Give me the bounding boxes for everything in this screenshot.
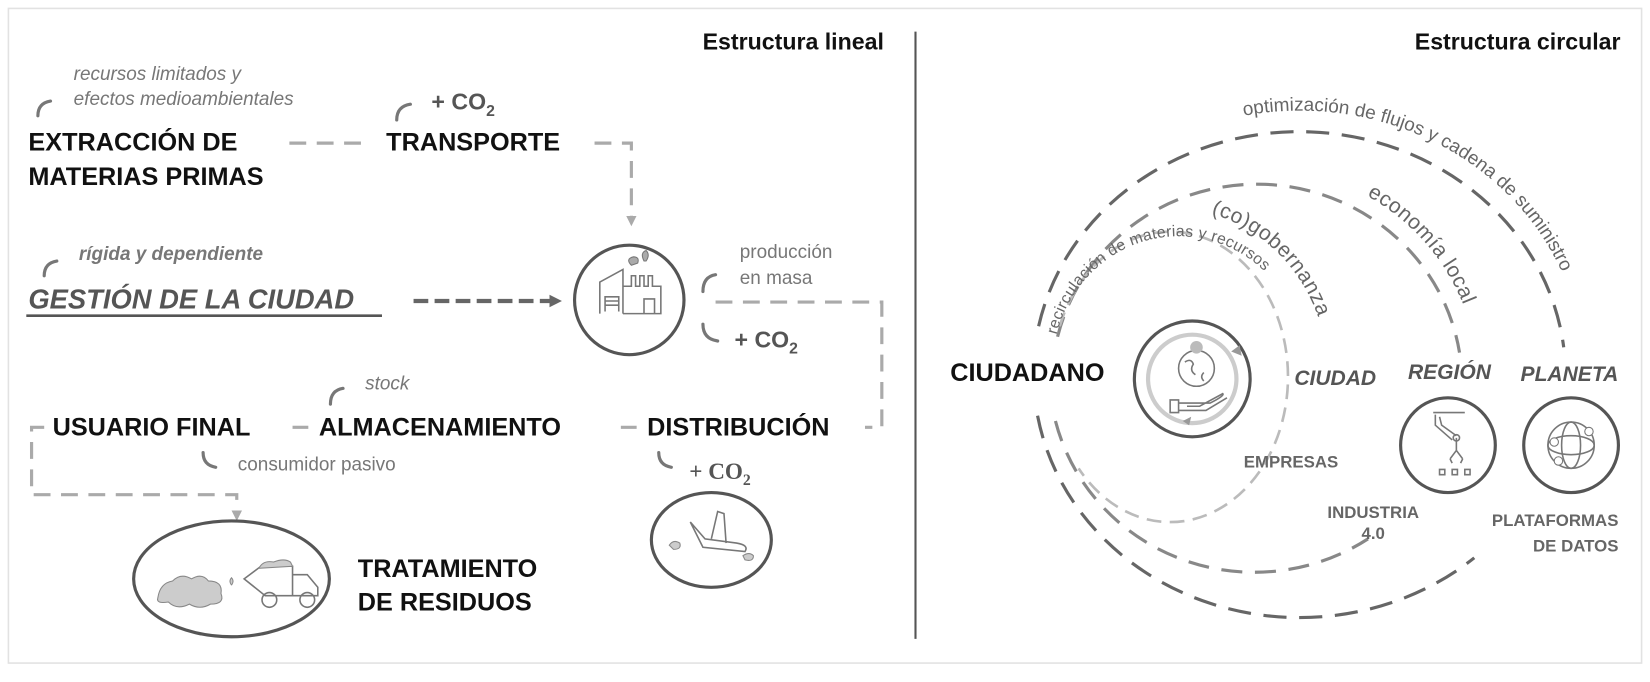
scale-region: REGIÓN (1408, 360, 1492, 384)
connector-production-distribution (715, 300, 884, 429)
outer-arc-top (1037, 130, 1566, 348)
extraction-label-line2: MATERIAS PRIMAS (28, 163, 263, 191)
factory-icon (572, 243, 686, 357)
storage-label: ALMACENAMIENTO (319, 414, 561, 442)
hook-icon (42, 259, 59, 278)
platforms-label-line2: DE DATOS (1533, 536, 1618, 555)
extraction-label-line1: EXTRACCIÓN DE (28, 127, 237, 157)
citizen-label: CIUDADANO (950, 359, 1104, 387)
linear-title: Estructura lineal (703, 28, 884, 54)
hook-icon (328, 386, 345, 406)
city-management-label: GESTIÓN DE LA CIUDAD (28, 283, 354, 314)
waste-truck-icon (132, 519, 331, 639)
hook-icon (395, 102, 412, 122)
platforms-label-line1: PLATAFORMAS (1492, 511, 1619, 530)
circular-structure: Estructura circular optimización de fluj… (950, 28, 1621, 620)
extraction-note-line1: recursos limitados y (74, 64, 243, 85)
transport-label: TRANSPORTE (386, 129, 560, 157)
city-management-note: rígida y dependiente (79, 244, 263, 265)
hook-icon (36, 99, 53, 118)
transport-co2: + CO2 (431, 88, 495, 119)
scale-city: CIUDAD (1294, 367, 1376, 390)
hook-icon (657, 450, 673, 469)
industry-label-line1: INDUSTRIA (1327, 503, 1419, 522)
connector-user-waste (29, 425, 243, 521)
distribution-label: DISTRIBUCIÓN (647, 412, 829, 442)
companies-label: EMPRESAS (1244, 452, 1338, 471)
frame (7, 7, 1643, 664)
arc-label-inner: (co)gobernanza (1210, 196, 1336, 319)
hook-icon (701, 273, 718, 294)
end-user-label: USUARIO FINAL (53, 414, 251, 442)
waste-label-line2: DE RESIDUOS (358, 588, 532, 616)
circular-title: Estructura circular (1415, 28, 1621, 54)
robot-arm-icon (1399, 396, 1497, 495)
outer-arc-bottom (1036, 415, 1476, 620)
production-co2: + CO2 (735, 326, 799, 357)
globe-hand-icon (1132, 319, 1252, 439)
extraction-note-line2: efectos medioambientales (74, 89, 295, 110)
middle-arc-top (1056, 182, 1462, 353)
hook-icon (701, 322, 720, 343)
waste-label-line1: TRATAMIENTO (358, 555, 538, 583)
storage-note: stock (365, 373, 411, 394)
industry-label-line2: 4.0 (1362, 524, 1385, 543)
arc-label-middle: economía local (1364, 180, 1480, 307)
middle-arc-bottom (1053, 420, 1369, 574)
consumer-note: consumidor pasivo (238, 454, 396, 475)
production-note-line1: producción (740, 242, 833, 263)
connector-transport-production (594, 141, 637, 227)
scale-planet: PLANETA (1521, 363, 1619, 386)
arc-label-recirculation: recirculación de materias y recursos (1044, 223, 1274, 336)
production-note-line2: en masa (740, 268, 813, 289)
airplane-icon (649, 490, 773, 589)
global-network-icon (1522, 396, 1621, 495)
hook-icon (201, 450, 218, 469)
linear-structure: Estructura lineal recursos limitados y e… (26, 28, 884, 639)
distribution-co2: + CO2 (689, 459, 751, 489)
